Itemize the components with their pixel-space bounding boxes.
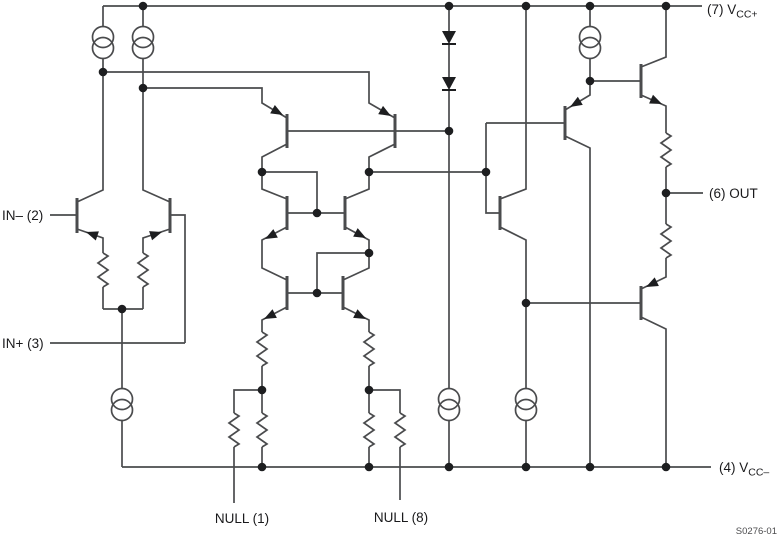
emitter-arrow (265, 229, 278, 239)
current-source (91, 25, 115, 60)
resistor (96, 252, 110, 288)
pin-label-vcc-plus: (7) VCC+ (707, 2, 758, 21)
emitter-arrow (270, 104, 283, 115)
pin-label-out: (6) OUT (709, 186, 758, 201)
figure-code: S0276-01 (736, 526, 777, 537)
current-source (437, 387, 461, 422)
emitter-arrows (86, 94, 662, 319)
emitter-arrow (570, 96, 583, 107)
resistor (393, 412, 407, 448)
diode (442, 31, 456, 45)
emitter-arrow (149, 231, 162, 241)
emitter-arrow (86, 231, 99, 241)
emitter-arrow (353, 309, 366, 319)
resistor (659, 223, 673, 259)
resistor (136, 252, 150, 288)
emitter-arrow (378, 105, 391, 116)
emitter-arrow (646, 277, 659, 287)
pin-label-in-minus: IN– (2) (2, 208, 43, 223)
diode (442, 77, 456, 91)
current-sources (91, 25, 602, 422)
current-source (131, 25, 155, 60)
emitter-arrow (264, 309, 277, 319)
resistor (659, 132, 673, 168)
current-source (514, 387, 538, 422)
resistor (255, 412, 269, 448)
diodes (442, 31, 456, 91)
resistors (96, 132, 673, 448)
current-source (578, 25, 602, 60)
junction-dots (98, 1, 671, 472)
pin-label-null-1: NULL (1) (215, 511, 269, 526)
pin-label-in-plus: IN+ (3) (2, 336, 44, 351)
resistor (227, 412, 241, 448)
resistor (255, 331, 269, 367)
resistor (362, 331, 376, 367)
pin-label-vcc-minus: (4) VCC– (719, 460, 769, 479)
emitter-arrow (353, 228, 366, 238)
current-source (110, 387, 134, 422)
pin-label-null-8: NULL (8) (374, 510, 428, 525)
emitter-arrow (649, 94, 662, 104)
resistor (362, 412, 376, 448)
transistor-bars (75, 64, 643, 320)
wires (50, 5, 711, 503)
